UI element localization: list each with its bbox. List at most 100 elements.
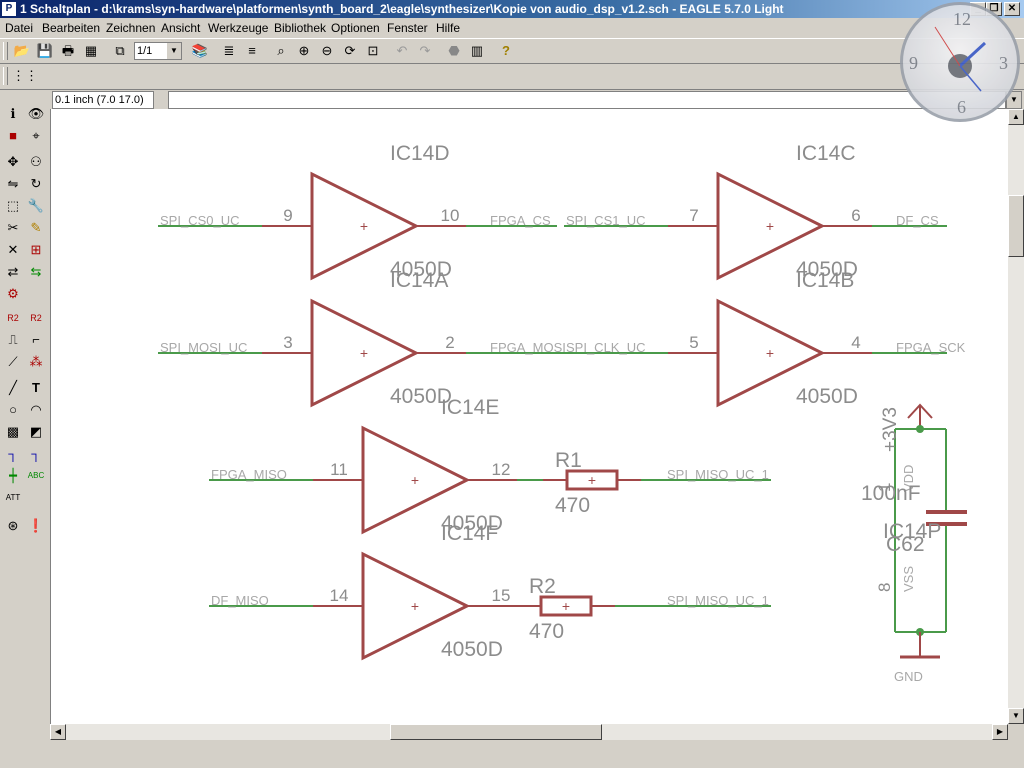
menu-fenster[interactable]: Fenster xyxy=(387,21,428,35)
script-icon[interactable]: ≣ xyxy=(223,43,235,58)
horizontal-scroll-thumb[interactable] xyxy=(390,724,602,740)
power-part-name: IC14P xyxy=(883,520,941,543)
scroll-down-arrow-icon[interactable]: ▼ xyxy=(1008,708,1024,724)
menu-zeichnen[interactable]: Zeichnen xyxy=(106,21,156,35)
vertical-scroll-thumb[interactable] xyxy=(1008,195,1024,257)
wire-icon[interactable]: ╱ xyxy=(9,380,17,395)
clock-widget[interactable]: 12 3 6 9 xyxy=(900,2,1020,122)
cam-processor-icon[interactable]: ▦ xyxy=(84,43,98,58)
library-icon[interactable]: 📚 xyxy=(191,43,209,58)
mark-icon[interactable]: ⌖ xyxy=(32,128,40,143)
gate-plus-sign: + xyxy=(766,345,774,361)
pin-number: 15 xyxy=(492,586,511,605)
group-icon[interactable]: ⬚ xyxy=(6,198,20,213)
smash-icon[interactable]: ⟋ xyxy=(8,354,18,369)
stop-icon[interactable]: ⬣ xyxy=(448,43,460,58)
save-icon[interactable]: 💾 xyxy=(36,43,54,58)
horizontal-scrollbar[interactable]: ◀ ▶ xyxy=(50,724,1008,740)
resistor-value: 470 xyxy=(529,620,564,643)
net-label: FPGA_SCK xyxy=(896,340,966,355)
zoom-fit-icon[interactable]: ⌕ xyxy=(277,43,285,58)
toolbar-grip[interactable] xyxy=(3,42,8,60)
rotate-icon[interactable]: ↻ xyxy=(30,176,42,191)
capacitor-name: C62 xyxy=(886,533,925,556)
arc-icon[interactable]: ◠ xyxy=(30,402,42,417)
rectangle-icon[interactable]: ▩ xyxy=(6,424,20,439)
pinswap-icon[interactable]: ⇄ xyxy=(7,264,19,279)
pin-number: 6 xyxy=(851,206,860,225)
net-label: DF_CS xyxy=(896,213,939,228)
delete-icon[interactable]: ✕ xyxy=(7,242,19,257)
display-icon[interactable]: ■ xyxy=(9,128,17,143)
circle-icon[interactable]: ○ xyxy=(9,402,17,417)
zoom-in-icon[interactable]: ⊕ xyxy=(298,43,310,58)
go-icon[interactable]: ▥ xyxy=(470,43,484,58)
redo-icon[interactable]: ↷ xyxy=(419,43,431,58)
clock-number: 3 xyxy=(999,53,1008,73)
scroll-up-arrow-icon[interactable]: ▲ xyxy=(1008,109,1024,125)
pin-number: 14 xyxy=(330,586,349,605)
chevron-down-icon[interactable]: ▼ xyxy=(1006,91,1022,109)
grid-icon[interactable]: ⋮⋮ xyxy=(12,68,38,83)
net-junction xyxy=(916,425,924,433)
cut-icon[interactable]: ✎ xyxy=(30,220,42,235)
polygon-icon[interactable]: ◩ xyxy=(29,424,43,439)
errors-icon[interactable]: ❗ xyxy=(27,518,45,533)
text-icon[interactable]: T xyxy=(32,380,40,395)
clock-hands xyxy=(934,26,987,92)
erc-icon[interactable]: ⊛ xyxy=(7,518,19,533)
menu-werkzeuge[interactable]: Werkzeuge xyxy=(208,21,269,35)
clock-minute-hand xyxy=(959,65,982,92)
invoke-icon[interactable]: ⁂ xyxy=(29,354,43,369)
show-icon[interactable]: 👁 xyxy=(27,106,45,121)
vertical-scrollbar[interactable]: ▲ ▼ xyxy=(1008,109,1024,724)
junction-icon[interactable]: ┿ xyxy=(9,468,17,483)
toolbar-grip[interactable] xyxy=(3,67,8,85)
name-icon[interactable]: R2 xyxy=(7,313,19,323)
net-label: SPI_CS0_UC xyxy=(160,213,239,228)
close-button[interactable]: ✕ xyxy=(1004,2,1020,16)
menu-optionen[interactable]: Optionen xyxy=(331,21,380,35)
open-icon[interactable]: 📂 xyxy=(13,43,31,58)
menu-bearbeiten[interactable]: Bearbeiten xyxy=(42,21,101,35)
menu-hilfe[interactable]: Hilfe xyxy=(436,21,461,35)
bus-icon[interactable]: ┐ xyxy=(8,446,18,461)
resistor-name: R2 xyxy=(529,575,556,598)
ulp-icon[interactable]: ≡ xyxy=(248,43,256,58)
menu-ansicht[interactable]: Ansicht xyxy=(161,21,201,35)
gateswap-icon[interactable]: ⇆ xyxy=(30,264,42,279)
split-icon[interactable]: ⎍ xyxy=(8,332,18,347)
net-icon[interactable]: ┐ xyxy=(31,446,41,461)
help-icon[interactable]: ? xyxy=(502,43,510,58)
add-icon[interactable]: ⊞ xyxy=(30,242,42,257)
info-icon[interactable]: ℹ xyxy=(10,106,16,121)
zoom-out-icon[interactable]: ⊖ xyxy=(321,43,333,58)
app-icon[interactable]: P xyxy=(2,2,16,16)
scroll-right-arrow-icon[interactable]: ▶ xyxy=(992,724,1008,740)
miter-icon[interactable]: ⌐ xyxy=(32,332,40,347)
gate-plus-sign: + xyxy=(411,598,419,614)
value-icon[interactable]: R2 xyxy=(30,313,42,323)
attribute-icon[interactable]: ATT xyxy=(5,493,21,502)
replace-icon[interactable]: ⚙ xyxy=(7,286,19,301)
menu-bibliothek[interactable]: Bibliothek xyxy=(274,21,327,35)
chevron-down-icon[interactable]: ▼ xyxy=(167,43,181,59)
title-bar[interactable]: P 1 Schaltplan - d:\krams\syn-hardware\p… xyxy=(0,0,1024,18)
paste-icon[interactable]: ✂ xyxy=(7,220,19,235)
command-input[interactable] xyxy=(168,91,1006,109)
zoom-select-icon[interactable]: ⊡ xyxy=(367,43,379,58)
move-icon[interactable]: ✥ xyxy=(7,154,19,169)
copy-icon[interactable]: ⚇ xyxy=(30,154,42,169)
pin-number: 5 xyxy=(689,333,698,352)
menu-datei[interactable]: Datei xyxy=(5,21,34,35)
sheet-select[interactable]: 1/1 ▼ xyxy=(134,42,182,60)
change-icon[interactable]: 🔧 xyxy=(27,198,45,213)
mirror-icon[interactable]: ⇋ xyxy=(7,176,19,191)
print-icon[interactable]: 🖶 xyxy=(61,43,75,58)
scroll-left-arrow-icon[interactable]: ◀ xyxy=(50,724,66,740)
undo-icon[interactable]: ↶ xyxy=(396,43,408,58)
redraw-icon[interactable]: ⟳ xyxy=(344,43,356,58)
label-icon[interactable]: ABC xyxy=(27,471,45,480)
sheet-icon[interactable]: ⧉ xyxy=(115,43,125,58)
